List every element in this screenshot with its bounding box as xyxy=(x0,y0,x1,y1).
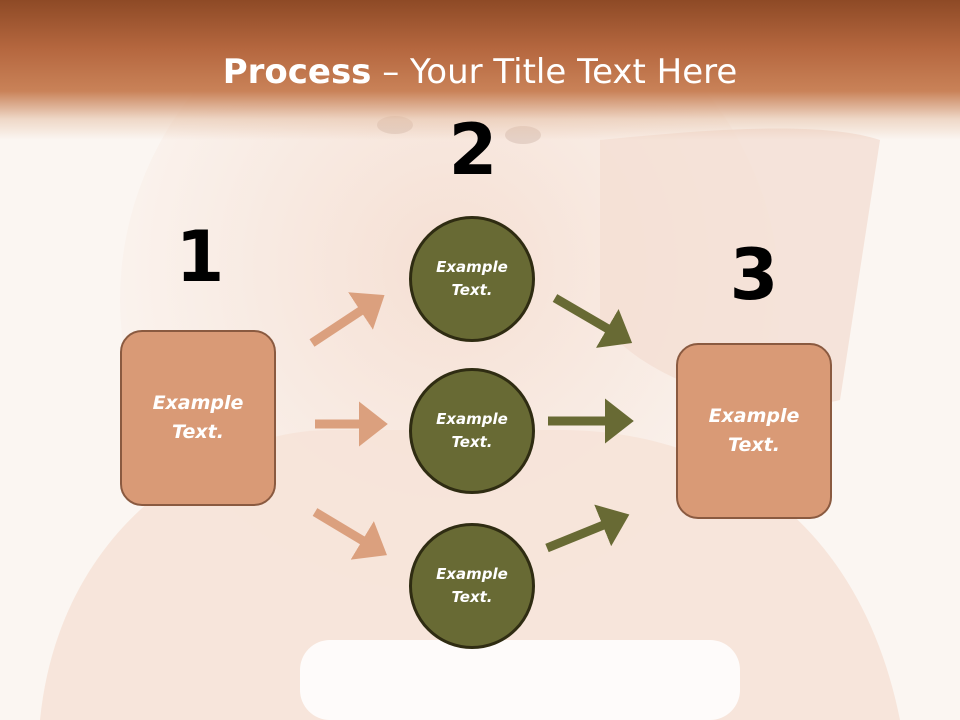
middle-circle-top: Example Text. xyxy=(409,216,535,342)
arrow-left-to-top xyxy=(309,292,385,347)
right-step-box: Example Text. xyxy=(676,343,832,519)
arrow-bottom-to-right xyxy=(545,504,630,553)
circle-bottom-text: Example Text. xyxy=(436,565,508,606)
title-banner xyxy=(0,0,960,140)
title-rest: – Your Title Text Here xyxy=(371,52,738,92)
right-step-text: Example Text. xyxy=(708,405,800,456)
circle-middle-text: Example Text. xyxy=(436,410,508,451)
step-number-2: 2 xyxy=(448,109,498,191)
step-number-3: 3 xyxy=(729,234,779,316)
arrow-top-to-right xyxy=(552,294,633,348)
left-step-text: Example Text. xyxy=(152,392,244,443)
slide-title: Process – Your Title Text Here xyxy=(0,52,960,92)
step-number-1: 1 xyxy=(175,216,225,298)
title-bold: Process xyxy=(222,52,372,92)
arrow-left-to-bottom xyxy=(312,508,387,560)
left-step-box: Example Text. xyxy=(120,330,276,506)
circle-top-text: Example Text. xyxy=(436,258,508,299)
middle-circle-middle: Example Text. xyxy=(409,368,535,494)
middle-circle-bottom: Example Text. xyxy=(409,523,535,649)
